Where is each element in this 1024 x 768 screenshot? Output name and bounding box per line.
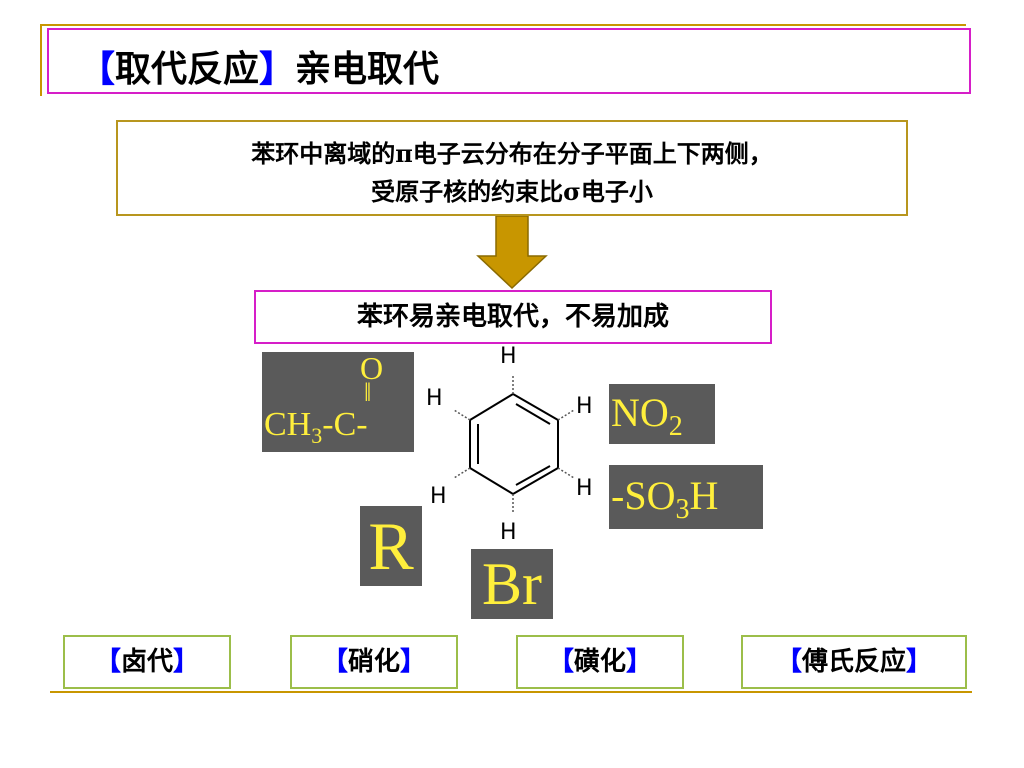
sulfonation-label: 磺化 xyxy=(573,647,626,677)
title-box: 【取代反应】亲电取代 xyxy=(47,28,971,94)
h-label-upper-left: H xyxy=(426,386,443,411)
acyl-oxygen: O xyxy=(360,350,384,386)
title-bracket-text: 取代反应 xyxy=(115,48,260,90)
acyl-double-bond: ‖ xyxy=(364,378,372,407)
acyl-substituent: O ‖ CH3-C- xyxy=(262,350,414,452)
benzene-ring-diagram xyxy=(453,374,575,514)
halogenation-label: 卤代 xyxy=(120,647,173,677)
h-label-bottom: H xyxy=(500,520,517,545)
h-label-top: H xyxy=(500,344,517,369)
description-box: 苯环中离域的π电子云分布在分子平面上下两侧， 受原子核的约束比σ电子小 xyxy=(116,120,908,216)
title-main: 亲电取代 xyxy=(295,48,440,90)
sulfonation-button[interactable]: 【磺化】 xyxy=(516,635,684,689)
bottom-rule xyxy=(50,691,972,693)
acyl-formula: CH3-C- xyxy=(264,406,368,448)
sulfo-substituent: -SO3H xyxy=(609,465,763,529)
alkyl-substituent: R xyxy=(360,506,422,586)
h-label-upper-right: H xyxy=(576,394,593,419)
title-bracket-open: 【 xyxy=(79,48,116,90)
h-label-lower-left: H xyxy=(430,484,447,509)
down-arrow-icon xyxy=(476,216,548,290)
friedel-crafts-button[interactable]: 【傅氏反应】 xyxy=(741,635,967,689)
nitration-button[interactable]: 【硝化】 xyxy=(290,635,458,689)
top-rule xyxy=(40,24,966,26)
nitro-substituent: NO2 xyxy=(609,384,715,444)
bromo-substituent: Br xyxy=(471,549,553,619)
description-line-1: 苯环中离域的π电子云分布在分子平面上下两侧， xyxy=(251,139,773,168)
page-title: 【取代反应】亲电取代 xyxy=(79,40,439,92)
left-rule xyxy=(40,24,42,96)
h-label-lower-right: H xyxy=(576,476,593,501)
friedel-crafts-label: 傅氏反应 xyxy=(801,647,906,677)
halogenation-button[interactable]: 【卤代】 xyxy=(63,635,231,689)
nitration-label: 硝化 xyxy=(347,647,400,677)
description-line-2: 受原子核的约束比σ电子小 xyxy=(371,177,653,206)
title-bracket-close: 】 xyxy=(259,48,296,90)
conclusion-box: 苯环易亲电取代，不易加成 xyxy=(254,290,772,344)
